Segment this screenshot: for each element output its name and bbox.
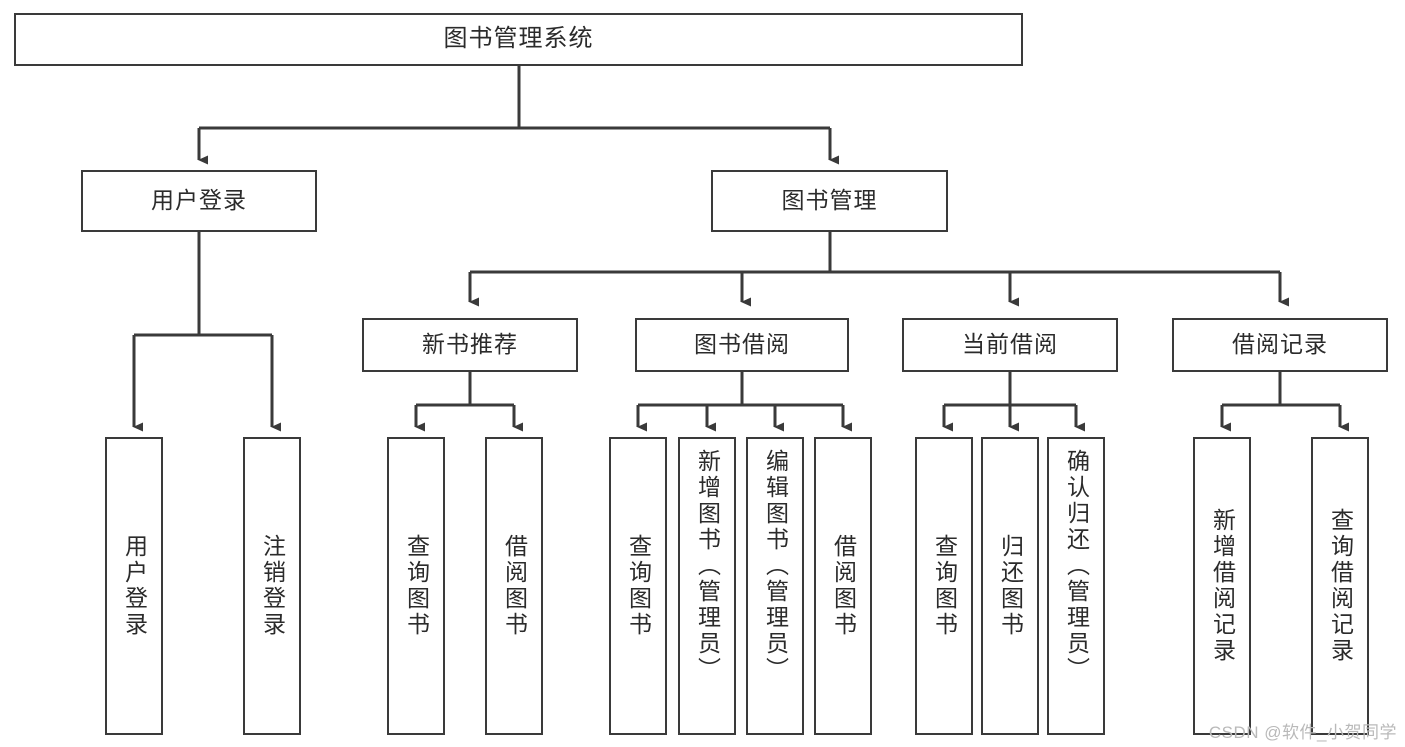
node-label: 借阅记录 bbox=[1232, 331, 1328, 358]
leaf-return-book[interactable]: 归还图书 bbox=[981, 437, 1039, 735]
leaf-query-borrow-record[interactable]: 查询借阅记录 bbox=[1311, 437, 1369, 735]
leaf-confirm-return-admin[interactable]: 确认归还（管理员） bbox=[1047, 437, 1105, 735]
node-label: 用户登录 bbox=[121, 534, 148, 638]
node-label: 图书借阅 bbox=[694, 331, 790, 358]
leaf-add-borrow-record[interactable]: 新增借阅记录 bbox=[1193, 437, 1251, 735]
leaf-add-book-admin[interactable]: 新增图书（管理员） bbox=[678, 437, 736, 735]
leaf-edit-book-admin[interactable]: 编辑图书（管理员） bbox=[746, 437, 804, 735]
node-book-management-system[interactable]: 图书管理系统 bbox=[14, 13, 1023, 66]
node-label: 编辑图书（管理员） bbox=[762, 449, 789, 683]
node-new-book-recommend[interactable]: 新书推荐 bbox=[362, 318, 578, 372]
node-label: 归还图书 bbox=[997, 534, 1024, 638]
node-user-login[interactable]: 用户登录 bbox=[81, 170, 317, 232]
node-label: 查询图书 bbox=[403, 534, 430, 638]
leaf-logout-login[interactable]: 注销登录 bbox=[243, 437, 301, 735]
leaf-query-book-current[interactable]: 查询图书 bbox=[915, 437, 973, 735]
node-book-borrow[interactable]: 图书借阅 bbox=[635, 318, 849, 372]
node-book-management[interactable]: 图书管理 bbox=[711, 170, 948, 232]
node-label: 新书推荐 bbox=[422, 331, 518, 358]
leaf-query-book-borrow[interactable]: 查询图书 bbox=[609, 437, 667, 735]
node-label: 图书管理 bbox=[781, 187, 878, 214]
node-label: 用户登录 bbox=[151, 187, 247, 214]
node-label: 查询图书 bbox=[625, 534, 652, 638]
node-label: 查询借阅记录 bbox=[1327, 508, 1354, 664]
node-label: 图书管理系统 bbox=[443, 25, 594, 53]
node-label: 新增图书（管理员） bbox=[694, 449, 721, 683]
node-label: 新增借阅记录 bbox=[1209, 508, 1236, 664]
node-label: 注销登录 bbox=[259, 534, 286, 638]
leaf-query-book-recommend[interactable]: 查询图书 bbox=[387, 437, 445, 735]
node-label: 借阅图书 bbox=[501, 534, 528, 638]
leaf-user-login[interactable]: 用户登录 bbox=[105, 437, 163, 735]
node-label: 借阅图书 bbox=[830, 534, 857, 638]
leaf-borrow-book-borrow[interactable]: 借阅图书 bbox=[814, 437, 872, 735]
node-borrow-record[interactable]: 借阅记录 bbox=[1172, 318, 1388, 372]
node-label: 查询图书 bbox=[931, 534, 958, 638]
csdn-watermark: CSDN @软件_小贺同学 bbox=[1208, 723, 1397, 742]
node-current-borrow[interactable]: 当前借阅 bbox=[902, 318, 1118, 372]
node-label: 确认归还（管理员） bbox=[1063, 449, 1090, 683]
node-label: 当前借阅 bbox=[962, 331, 1058, 358]
leaf-borrow-book-recommend[interactable]: 借阅图书 bbox=[485, 437, 543, 735]
